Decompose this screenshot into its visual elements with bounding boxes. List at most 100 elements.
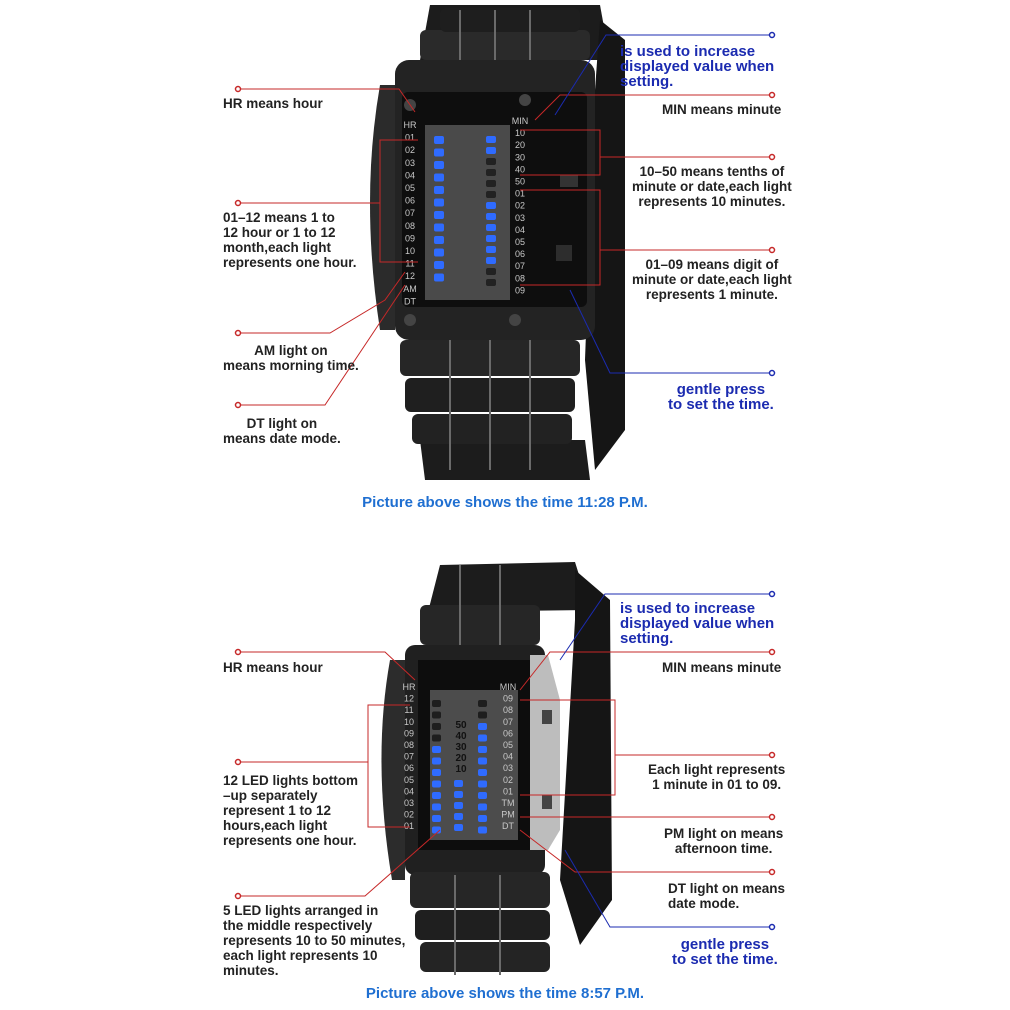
- bottom-hour-scale-mark: HR: [403, 682, 416, 692]
- top-minute-scale-mark: 03: [515, 213, 525, 223]
- bottom-label-each-light: Each light represents 1 minute in 01 to …: [648, 762, 786, 792]
- top-hour-scale-mark: 12: [405, 271, 415, 281]
- bottom-minute-led: [478, 734, 487, 742]
- bottom-hour-scale-mark: 10: [404, 717, 414, 727]
- bottom-minute-led: [478, 780, 487, 788]
- bottom-led-columns: [432, 700, 487, 834]
- bottom-minute-led: [478, 711, 487, 719]
- bottom-caption: Picture above shows the time 8:57 P.M.: [365, 985, 645, 1002]
- bottom-hour-scale-mark: 09: [404, 728, 414, 738]
- bottom-minute-scale-mark: DT: [502, 821, 514, 831]
- bottom-hour-led: [432, 803, 441, 811]
- bottom-hour-scale-mark: 07: [404, 752, 414, 762]
- bottom-minute-led: [478, 700, 487, 707]
- bottom-label-leds-hours: 12 LED lights bottom –up separately repr…: [223, 773, 358, 848]
- bottom-minute-scale-mark: MIN: [500, 682, 517, 692]
- top-hour-scale-mark: DT: [404, 296, 416, 306]
- bottom-minute-led: [478, 757, 487, 765]
- bottom-minute-scale-mark: 07: [503, 717, 513, 727]
- top-minute-led: [486, 279, 496, 286]
- top-minute-led: [486, 235, 496, 242]
- bottom-minute-scale-mark: 01: [503, 786, 513, 796]
- bottom-label-pm: PM light on means afternoon time.: [664, 826, 784, 856]
- top-minute-scale-mark: 08: [515, 273, 525, 283]
- top-minute-scale-mark: MIN: [512, 116, 529, 126]
- top-hour-scale-mark: 07: [405, 208, 415, 218]
- bottom-label-leds-middle: 5 LED lights arranged in the middle resp…: [223, 903, 406, 978]
- top-minute-scale-mark: 10: [515, 128, 525, 138]
- bottom-label-press: gentle press to set the time.: [672, 936, 778, 968]
- top-hour-led: [434, 211, 444, 219]
- bottom-hour-scale-mark: 08: [404, 740, 414, 750]
- bottom-hour-scale-mark: 03: [404, 798, 414, 808]
- top-minute-scale-mark: 02: [515, 201, 525, 211]
- top-hour-scale-mark: 06: [405, 196, 415, 206]
- top-minute-led: [486, 202, 496, 209]
- top-minute-scale-mark: 40: [515, 164, 525, 174]
- top-hour-scale-mark: 10: [405, 246, 415, 256]
- bottom-hour-led: [432, 769, 441, 776]
- top-minute-led: [486, 147, 496, 154]
- bottom-tens-scale-mark: 50: [455, 720, 467, 731]
- bottom-hour-led: [432, 746, 441, 753]
- top-minute-led: [486, 224, 496, 231]
- top-hour-led: [434, 136, 444, 144]
- top-label-digit: 01–09 means digit of minute or date,each…: [632, 257, 792, 302]
- bottom-minute-scale-mark: 09: [503, 694, 513, 704]
- bottom-minute-scale-mark: 03: [503, 763, 513, 773]
- top-minute-scale-mark: 07: [515, 261, 525, 271]
- bottom-minute-led: [478, 803, 487, 811]
- bottom-hour-led: [432, 734, 441, 742]
- top-hour-scale-mark: 01: [405, 133, 415, 143]
- top-led-column-hours: [434, 136, 444, 282]
- bottom-label-hr: HR means hour: [223, 660, 323, 675]
- top-minute-led: [486, 180, 496, 187]
- bottom-minute-scale-mark: 04: [503, 752, 513, 762]
- bottom-tens-led: [454, 791, 463, 798]
- top-minute-scale-mark: 09: [515, 285, 525, 295]
- bottom-hour-led: [432, 700, 441, 707]
- top-label-increase: is used to increase displayed value when…: [620, 43, 775, 90]
- bottom-tens-scale-mark: 40: [455, 731, 467, 742]
- bottom-hour-scale-mark: 05: [404, 775, 414, 785]
- top-minute-led: [486, 169, 496, 176]
- top-label-dt: DT light on means date mode.: [223, 416, 341, 446]
- bottom-tens-led: [454, 813, 463, 820]
- top-led-column-minutes: [486, 136, 496, 286]
- top-hour-scale-mark: HR: [404, 120, 417, 130]
- top-hour-scale-mark: 11: [405, 259, 414, 269]
- bottom-minute-led: [478, 826, 487, 834]
- top-label-tenths: 10–50 means tenths of minute or date,eac…: [632, 164, 792, 209]
- bottom-tens-scale-mark: 30: [455, 742, 467, 753]
- bottom-hour-scale-mark: 04: [404, 786, 414, 796]
- top-minute-led: [486, 213, 496, 220]
- top-hour-led: [434, 161, 444, 169]
- bottom-minute-scale-mark: 02: [503, 775, 513, 785]
- bottom-hour-led: [432, 792, 441, 799]
- bottom-hour-scale-mark: 02: [404, 810, 414, 820]
- bottom-hour-led: [432, 723, 441, 730]
- top-minute-scale-mark: 20: [515, 140, 525, 150]
- top-label-min: MIN means minute: [662, 102, 782, 117]
- bottom-hour-led: [432, 757, 441, 765]
- bottom-hour-scale-mark: 11: [404, 705, 413, 715]
- top-hour-scale-mark: 05: [405, 183, 415, 193]
- top-minute-led: [486, 136, 496, 143]
- bottom-minute-scale-mark: 06: [503, 728, 513, 738]
- top-hour-led: [434, 198, 444, 207]
- top-hour-led: [434, 248, 444, 257]
- top-hour-scale-mark: 08: [405, 221, 415, 231]
- bottom-minute-scale-mark: 08: [503, 705, 513, 715]
- top-hour-scale-mark: AM: [403, 284, 417, 294]
- bottom-minute-led: [478, 723, 487, 730]
- bottom-label-increase: is used to increase displayed value when…: [620, 600, 775, 647]
- bottom-hour-led: [432, 780, 441, 788]
- top-minute-led: [486, 191, 496, 198]
- bottom-tens-scale-mark: 10: [455, 764, 467, 775]
- top-label-am: AM light on means morning time.: [223, 343, 359, 373]
